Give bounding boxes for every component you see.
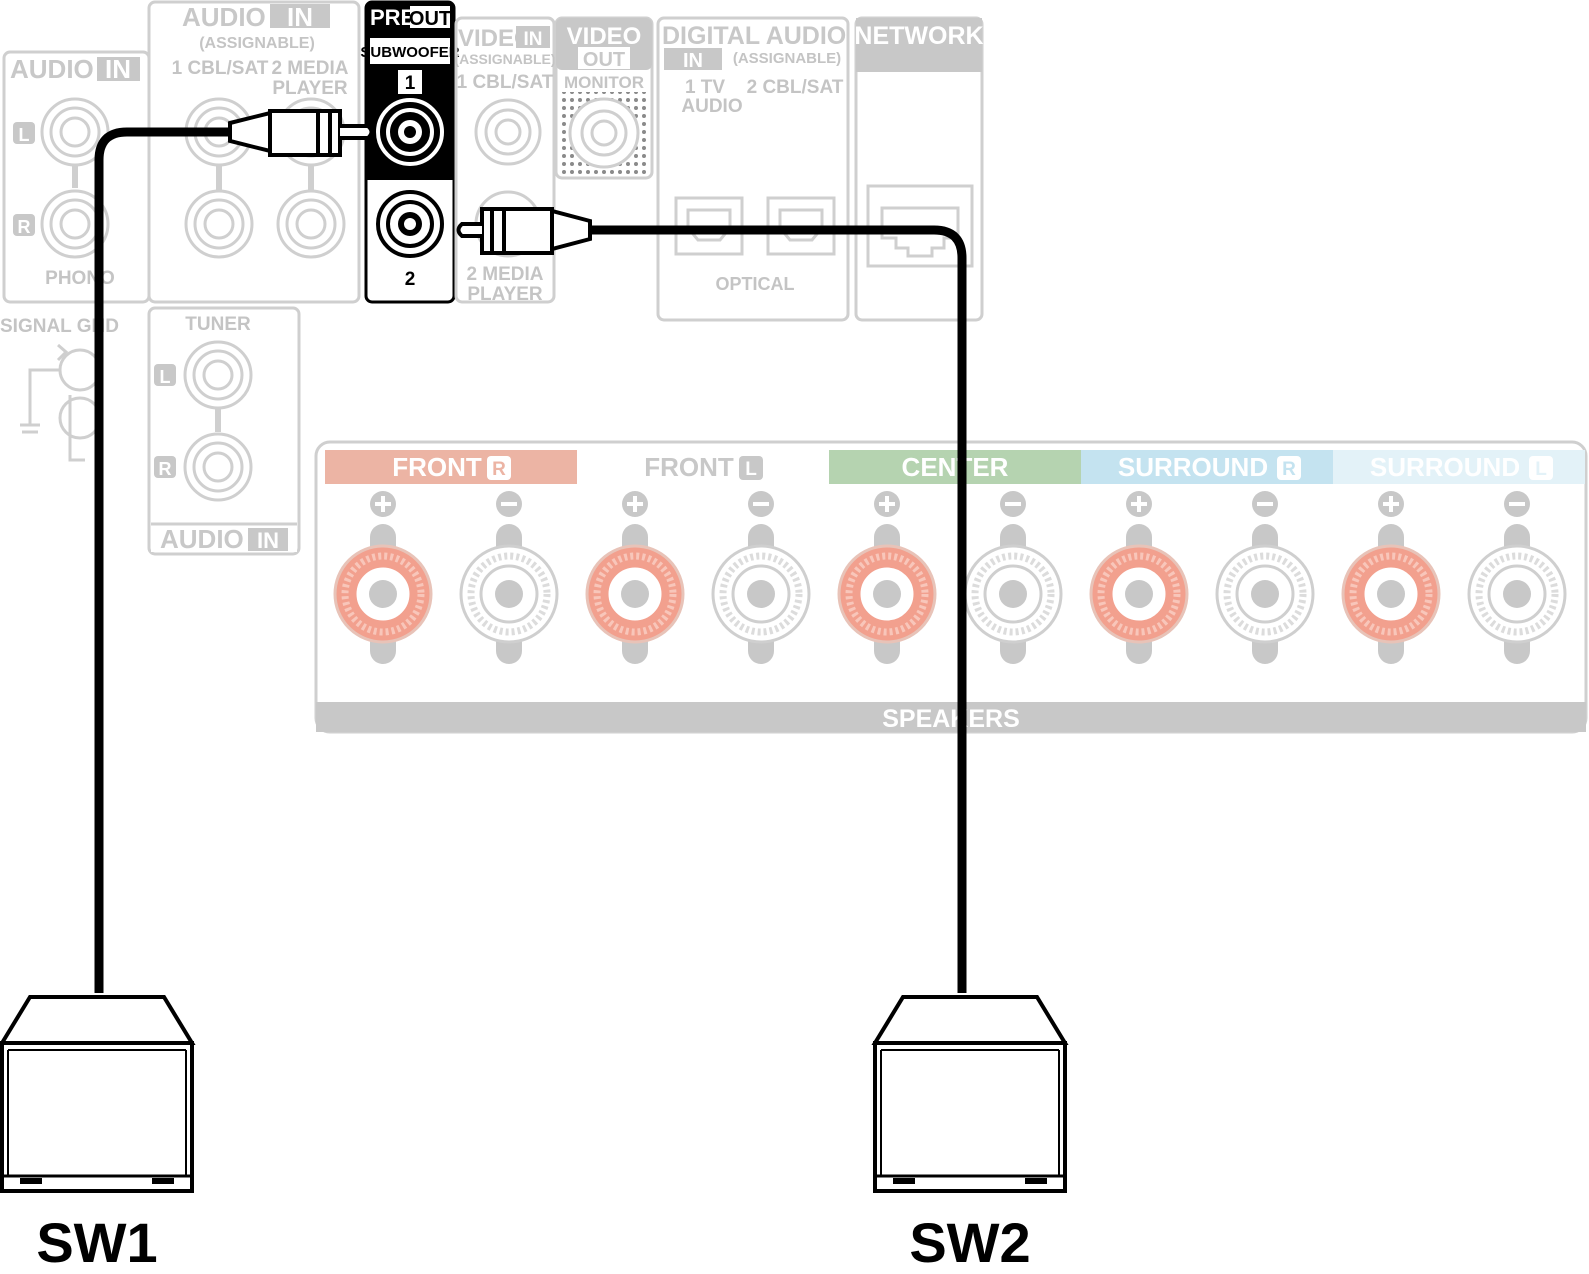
l-label: L	[19, 125, 30, 145]
speaker-channel-name: FRONT	[392, 452, 482, 482]
input-2-label-line2: PLAYER	[467, 284, 543, 305]
speaker-terminal-positive[interactable]	[1341, 491, 1441, 664]
speaker-terminal-negative[interactable]	[711, 491, 811, 664]
tuner-l-jack[interactable]	[183, 340, 253, 410]
audio-in-1-r-jack[interactable]	[184, 189, 254, 259]
video-label: VIDEO	[567, 23, 642, 50]
speaker-channel-side: R	[492, 459, 506, 480]
assignable-label: (ASSIGNABLE)	[454, 51, 555, 67]
l-label: L	[160, 367, 171, 387]
signal-gnd-section: SIGNAL GND	[0, 316, 119, 462]
speaker-terminal-negative[interactable]	[459, 491, 559, 664]
network-label: NETWORK	[854, 22, 983, 50]
audio-label: AUDIO	[182, 2, 266, 32]
subwoofer-1-jack[interactable]	[376, 98, 444, 166]
tuner-r-jack[interactable]	[183, 432, 253, 502]
port-2-label: 2	[405, 269, 416, 290]
network-section: NETWORK	[854, 16, 984, 322]
subwoofer-sw2: SW2	[871, 995, 1069, 1274]
input-1-label-line2: AUDIO	[681, 96, 742, 117]
digital-audio-section: DIGITAL AUDIO IN (ASSIGNABLE) 1 TV AUDIO…	[656, 16, 850, 322]
video-out-section: VIDEO OUT MONITOR	[554, 16, 654, 180]
input-2-label-line2: PLAYER	[272, 78, 348, 99]
signal-gnd-label: SIGNAL GND	[0, 316, 119, 337]
speaker-channel-header: SURROUND R	[1081, 450, 1333, 484]
assignable-label: (ASSIGNABLE)	[199, 35, 315, 52]
cable-sw1	[94, 109, 374, 993]
out-label: OUT	[583, 49, 625, 71]
speakers-label: SPEAKERS	[882, 705, 1020, 733]
audio-label: AUDIO	[160, 524, 244, 554]
speaker-channel-name: SURROUND	[1370, 452, 1520, 482]
video-in-1-jack[interactable]	[474, 98, 542, 166]
digital-audio-label: DIGITAL AUDIO	[662, 22, 846, 50]
assignable-label: (ASSIGNABLE)	[733, 50, 841, 67]
port-1-label: 1	[405, 73, 416, 94]
sw1-label: SW1	[36, 1211, 157, 1274]
speaker-channel-header: FRONT R	[325, 450, 577, 484]
speaker-channel-name: CENTER	[902, 452, 1009, 482]
subwoofer-2-jack[interactable]	[376, 190, 444, 258]
input-1-label: 1 CBL/SAT	[457, 72, 554, 93]
speaker-channel-side: L	[1535, 459, 1547, 480]
audio-in-phono-section: AUDIO IN L R PHONO	[2, 50, 151, 304]
monitor-out-jack[interactable]	[568, 97, 640, 169]
optical-label: OPTICAL	[716, 274, 795, 294]
in-label: IN	[524, 29, 543, 50]
tuner-section: TUNER L R AUDIO IN	[147, 306, 301, 556]
in-label: IN	[105, 54, 131, 84]
monitor-label: MONITOR	[564, 73, 644, 92]
pre-out-subwoofer-section: PRE OUT SUBWOOFER 1 2	[360, 0, 460, 304]
cable-sw2	[456, 207, 967, 993]
speaker-terminal-negative[interactable]	[963, 491, 1063, 664]
phono-label: PHONO	[45, 268, 115, 289]
rca-plug-2	[456, 222, 482, 238]
speaker-terminal-positive[interactable]	[333, 491, 433, 664]
audio-in-2-r-jack[interactable]	[276, 189, 346, 259]
speaker-terminal-negative[interactable]	[1215, 491, 1315, 664]
speaker-terminal-positive[interactable]	[837, 491, 937, 664]
input-1-label: 1 CBL/SAT	[172, 58, 269, 79]
tuner-label: TUNER	[185, 314, 251, 335]
r-label: R	[18, 217, 31, 237]
pre-label: PRE	[370, 5, 415, 30]
speaker-terminal-positive[interactable]	[585, 491, 685, 664]
speaker-channel-name: FRONT	[644, 452, 734, 482]
in-label: IN	[683, 50, 703, 72]
speaker-channel-side: R	[1282, 459, 1296, 480]
input-1-label-line1: 1 TV	[685, 77, 725, 98]
speaker-terminal-negative[interactable]	[1467, 491, 1567, 664]
video-in-section: VIDEO IN (ASSIGNABLE) 1 CBL/SAT 2 MEDIA …	[454, 16, 556, 305]
audio-label: AUDIO	[10, 54, 94, 84]
sw2-label: SW2	[909, 1211, 1030, 1274]
input-2-label-line1: 2 MEDIA	[271, 58, 348, 79]
in-label: IN	[257, 528, 279, 553]
subwoofer-label: SUBWOOFER	[360, 44, 459, 61]
speaker-terminal-positive[interactable]	[1089, 491, 1189, 664]
subwoofer-sw1: SW1	[0, 995, 196, 1274]
speaker-channel-header: FRONT L	[577, 450, 829, 484]
speaker-channel-side: L	[745, 459, 757, 480]
ground-icon	[20, 368, 60, 434]
rca-plug-1	[340, 124, 374, 140]
speaker-channel-header: SURROUND L	[1333, 450, 1585, 484]
out-label: OUT	[409, 8, 451, 30]
input-2-label: 2 CBL/SAT	[747, 77, 844, 98]
speaker-channel-header: CENTER	[829, 450, 1081, 484]
speaker-channel-name: SURROUND	[1118, 452, 1268, 482]
input-2-label-line1: 2 MEDIA	[466, 264, 543, 285]
r-label: R	[159, 459, 172, 479]
in-label: IN	[287, 2, 313, 32]
